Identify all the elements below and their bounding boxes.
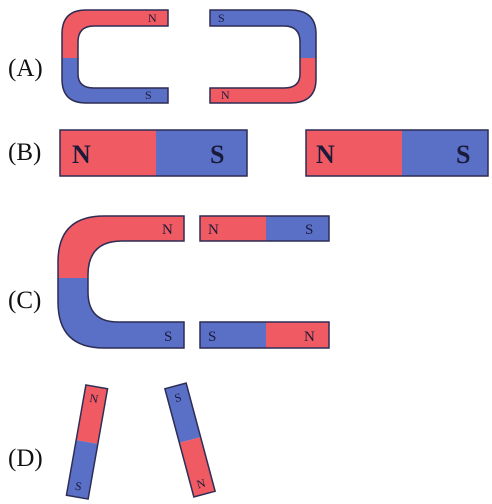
pole-label-north: N [162,222,173,238]
south-half [210,10,316,58]
pole-label-north: N [221,88,230,102]
option-a-right-u-magnet: S N [209,9,317,104]
north-half [200,216,266,241]
pole-label-north: N [316,140,335,169]
option-b-right-bar-magnet: N S [305,129,489,177]
pole-label-south: S [305,222,313,238]
pole-label-north: N [195,476,207,492]
pole-label-south: S [456,140,470,169]
option-d-right-tilted-magnet: S N [163,382,217,498]
outline [199,321,330,349]
pole-label-south: S [74,479,83,494]
pole-label-south: S [164,329,172,345]
north-half [62,10,168,58]
north-half [306,130,402,176]
option-b-left-bar-magnet: N S [59,129,248,177]
south-half [156,130,247,176]
pole-label-north: N [208,222,219,238]
pole-label-south: S [218,11,225,25]
pole-label-north: N [148,11,157,25]
option-c-u-magnet: N S [57,215,185,349]
south-half [62,58,168,103]
north-half [210,58,316,103]
outline [209,9,317,104]
outline [305,129,489,177]
pole-label-north: N [304,329,315,345]
south-half [164,383,201,443]
south-half [402,130,488,176]
north-half [266,322,329,348]
option-a-label: (A) [8,55,43,82]
south-half [58,278,184,348]
outline [61,9,169,104]
north-half [58,216,184,278]
pole-label-south: S [210,140,224,169]
option-d-left-tilted-magnet: N S [65,384,109,500]
outline [65,384,109,500]
option-d-label: (D) [8,445,43,472]
south-half [266,216,329,241]
outline [59,129,248,177]
south-half [200,322,266,348]
option-a-left-u-magnet: N S [61,9,169,104]
pole-label-north: N [72,140,91,169]
option-c-bottom-bar-magnet: S N [199,321,330,349]
pole-label-south: S [173,390,183,405]
outline [199,215,330,242]
north-half [60,130,156,176]
outline [57,215,185,349]
pole-label-south: S [145,88,152,102]
option-c-top-bar-magnet: N S [199,215,330,242]
option-b-label: (B) [8,139,42,166]
outline [163,382,217,498]
pole-label-north: N [89,391,100,406]
north-half [179,437,216,497]
pole-label-south: S [208,329,216,345]
option-c-label: (C) [8,287,42,314]
